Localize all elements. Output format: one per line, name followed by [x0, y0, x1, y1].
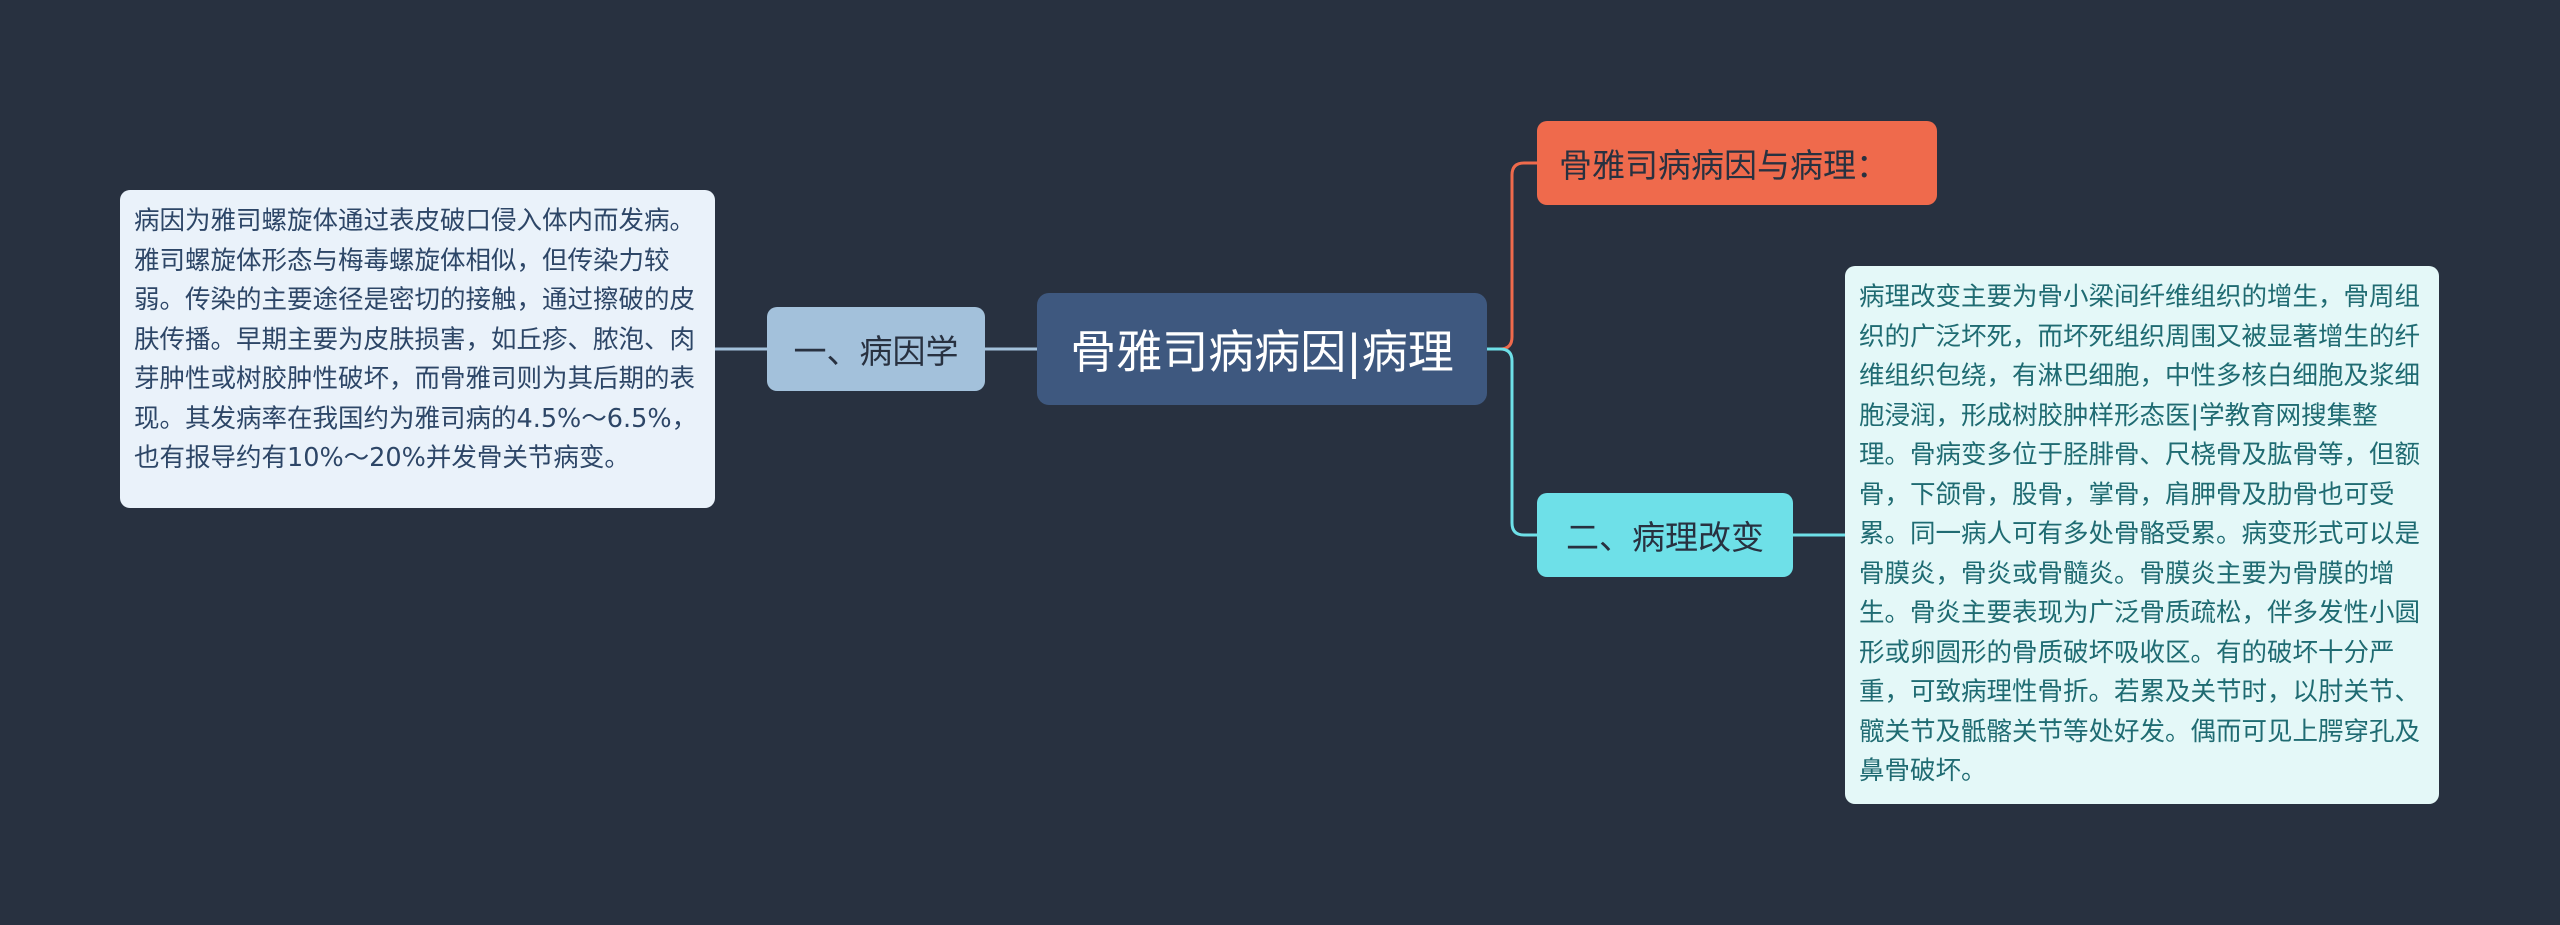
- root-topic[interactable]: 骨雅司病病因|病理: [1037, 293, 1487, 405]
- link-root-to-heading: [1487, 161, 1537, 351]
- link-root-to-pathology: [1487, 347, 1537, 537]
- branch-etiology[interactable]: 一、病因学: [767, 307, 985, 391]
- branch-pathological-changes[interactable]: 二、病理改变: [1537, 493, 1793, 577]
- etiology-text-node[interactable]: 病因为雅司螺旋体通过表皮破口侵入体内而发病。雅司螺旋体形态与梅毒螺旋体相似，但传…: [120, 190, 715, 508]
- pathology-text-node[interactable]: 病理改变主要为骨小梁间纤维组织的增生，骨周组织的广泛坏死，而坏死组织周围又被显著…: [1845, 266, 2439, 804]
- branch-etiology-and-pathology[interactable]: 骨雅司病病因与病理：: [1537, 121, 1937, 205]
